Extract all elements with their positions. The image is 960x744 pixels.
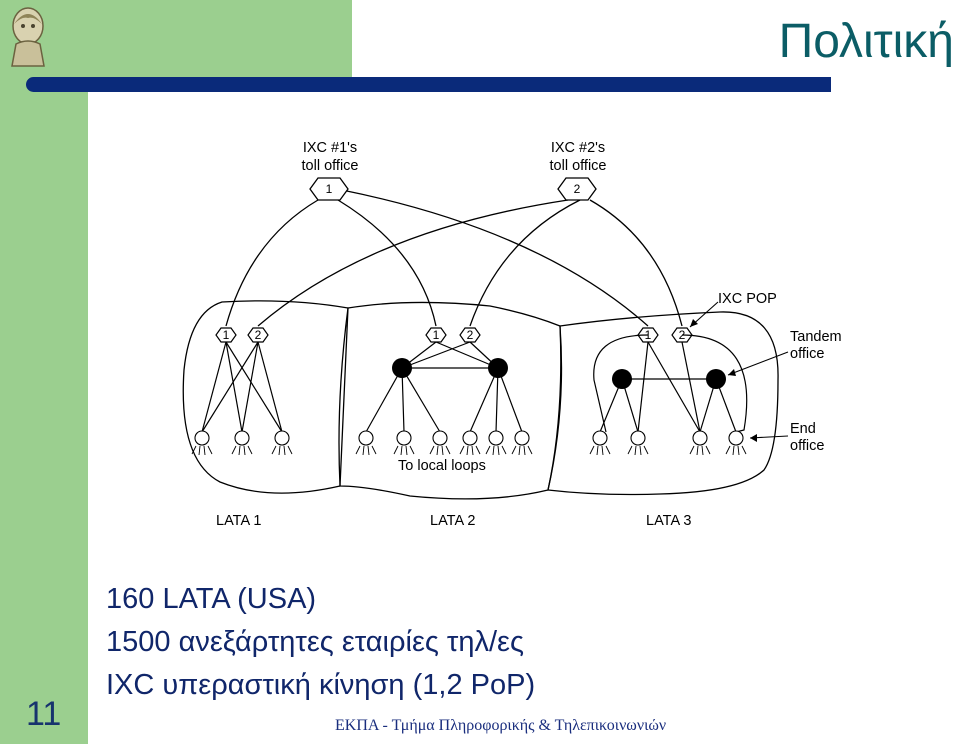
ixc2-node-label: 2: [574, 182, 581, 196]
lata3-tandem-a: [612, 369, 632, 389]
top-green-band: [0, 0, 352, 86]
ixc1-label-line1: IXC #1's: [303, 140, 357, 156]
footer-text: ΕΚΠΑ - Τμήμα Πληροφορικής & Τηλεπικοινων…: [335, 717, 667, 734]
lata-network-diagram: 1 2 1 2 1 2 1 2 IXC #1's toll office IXC…: [182, 140, 842, 529]
lata1-pop2-label: 2: [255, 328, 262, 342]
lata3-label: LATA 3: [646, 513, 691, 529]
lata1-region: [182, 300, 349, 494]
university-logo-icon: [11, 7, 45, 67]
end-label-line1: End: [790, 421, 816, 437]
bullet-item: 160 LATA (USA): [106, 583, 317, 615]
lata3-tandem-b: [706, 369, 726, 389]
ixc2-label-line1: IXC #2's: [551, 140, 605, 156]
slide-number: 11: [26, 695, 62, 733]
local-loops-label: To local loops: [398, 458, 486, 474]
ixc2-label-line2: toll office: [550, 158, 607, 174]
lata2-pop2: [459, 327, 481, 343]
bullet-item: IXC υπεραστική κίνηση (1,2 PoP): [106, 669, 536, 701]
tandem-label-line1: Tandem: [790, 329, 842, 345]
lata3-region: [547, 311, 779, 496]
left-green-bar: [0, 0, 88, 744]
ixc2-toll-office-node: [557, 177, 597, 201]
lata1-pop1-label: 1: [223, 328, 230, 342]
ixc-pop-label: IXC POP: [718, 291, 777, 307]
lata1-label: LATA 1: [216, 513, 261, 529]
page-title: Πολιτική: [778, 15, 954, 68]
title-rule: [26, 77, 831, 92]
bullet-list: 160 LATA (USA) 1500 ανεξάρτητες εταιρίες…: [106, 578, 535, 707]
lata2-pop2-label: 2: [467, 328, 474, 342]
ixc1-toll-office-node: [309, 177, 349, 201]
tandem-label-line2: office: [790, 346, 824, 362]
ixc1-node-label: 1: [326, 182, 333, 196]
ixc1-label-line2: toll office: [302, 158, 359, 174]
lata2-pop1-label: 1: [433, 328, 440, 342]
bullet-item: 1500 ανεξάρτητες εταιρίες τηλ/ες: [106, 626, 524, 658]
lata1-pop2: [247, 327, 269, 343]
lata2-label: LATA 2: [430, 513, 475, 529]
lata2-tandem-a: [392, 358, 412, 378]
end-label-line2: office: [790, 438, 824, 454]
lata1-pop1: [215, 327, 237, 343]
lata3-pop1-label: 1: [645, 328, 652, 342]
lata2-pop1: [425, 327, 447, 343]
lata3-pop2-label: 2: [679, 328, 686, 342]
lata2-tandem-b: [488, 358, 508, 378]
